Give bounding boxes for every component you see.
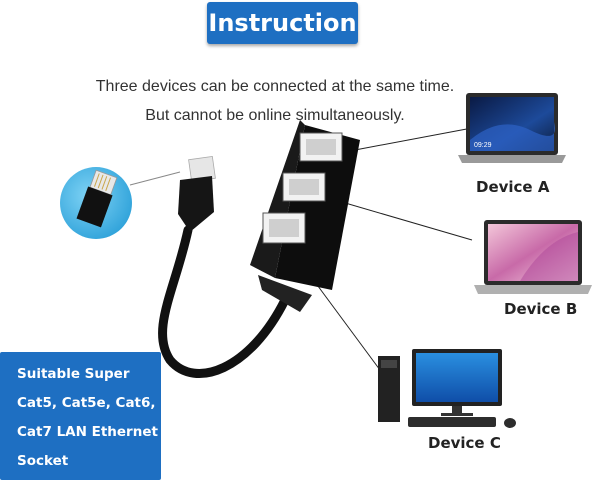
description-line-2: But cannot be online simultaneously. xyxy=(145,107,405,124)
ethernet-splitter-body xyxy=(250,120,360,312)
info-line-4: Socket xyxy=(17,453,69,469)
device-b-label: Device B xyxy=(504,300,578,318)
device-a-laptop-icon: 09:29 xyxy=(458,93,566,163)
ethernet-cable xyxy=(158,225,290,378)
device-c-label: Device C xyxy=(428,434,501,452)
device-a-label: Device A xyxy=(476,178,550,196)
rj45-plug-icon xyxy=(178,155,216,232)
connector-line-c xyxy=(311,277,381,371)
device-c-desktop-icon xyxy=(378,349,516,428)
info-line-2: Cat5, Cat5e, Cat6, xyxy=(17,395,156,411)
connector-line-a xyxy=(354,127,473,151)
info-line-1: Suitable Super xyxy=(17,366,130,382)
connector-line-b xyxy=(334,199,473,241)
instruction-title: Instruction xyxy=(207,2,358,44)
description-line-1: Three devices can be connected at the sa… xyxy=(95,78,455,95)
rj45-plug-closeup-icon xyxy=(60,167,181,239)
device-a-screen-time: 09:29 xyxy=(474,142,492,149)
device-b-laptop-icon xyxy=(474,220,592,294)
info-line-3: Cat7 LAN Ethernet xyxy=(17,424,158,440)
compatibility-info-box: Suitable Super Cat5, Cat5e, Cat6, Cat7 L… xyxy=(0,352,161,480)
